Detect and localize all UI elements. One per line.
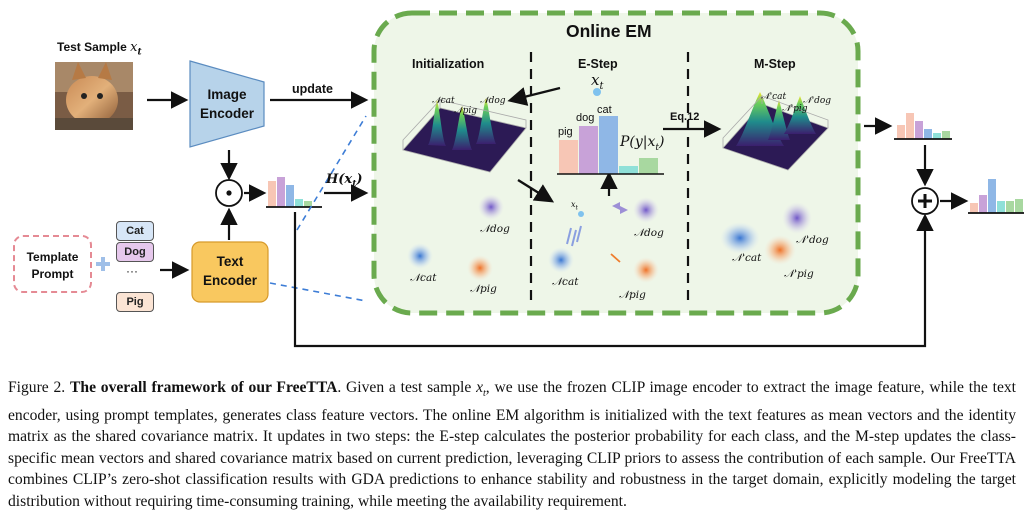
bar [897,125,905,139]
estep-gauss-pig [633,257,659,283]
section-initialization: Initialization [412,57,485,71]
mstep-gauss-pig [764,235,796,265]
bar [924,129,932,139]
mstep-peak-dog: 𝒩'dog [803,96,832,106]
bar [915,121,923,139]
class-ellipsis: ··· [126,264,138,278]
init-gauss-pig [467,255,493,281]
bar [988,179,996,213]
bar [295,199,303,207]
bar [639,158,658,174]
bar [1015,199,1023,213]
text-encoder-shape [191,241,269,303]
init-surface-plot [402,98,527,173]
init-label-dog: 𝒩dog [480,223,510,235]
caption-title: The overall framework of our FreeTTA [70,379,338,396]
init-gauss-dog [478,194,504,220]
eq-label: Eq.12 [670,111,700,123]
zero-shot-histogram [268,177,312,207]
mstep-label-cat: 𝒩'cat [732,252,762,264]
bar [1006,201,1014,213]
estep-label-pig: 𝒩pig [619,289,646,301]
figure-caption: Figure 2. The overall framework of our F… [8,379,1016,511]
mstep-peak-cat: 𝒩'cat [761,92,787,102]
final-histogram [970,179,1023,213]
online-em-title: Online EM [566,21,652,41]
bar [304,201,312,207]
bar [942,131,950,139]
bar [906,113,914,139]
bar [997,201,1005,213]
estep-posterior-bars [559,116,658,174]
estep-gauss-cat [548,247,574,273]
bar-label-pig: pig [558,126,573,138]
mstep-label-dog: 𝒩'dog [796,234,829,246]
estep-label-cat: 𝒩cat [552,276,579,288]
bar [268,181,276,207]
bar [579,126,598,174]
mstep-label-pig: 𝒩'pig [784,268,814,280]
bar [599,116,618,174]
bar [619,166,638,174]
init-label-pig: 𝒩pig [470,283,497,295]
bar [970,203,978,213]
estep-xt: xt [591,71,604,92]
test-sample-label: Test Sample xt [57,40,142,58]
bar [559,140,578,174]
framework-diagram [13,10,1024,348]
bar [933,133,941,139]
estep-label-dog: 𝒩dog [634,227,664,239]
init-peak-pig: 𝒩pig [454,106,478,116]
bar [286,185,294,207]
init-gauss-cat [407,243,433,269]
image-encoder-shape [189,60,265,148]
mstep-gauss-dog [782,202,812,234]
bar [979,195,987,213]
bar [277,177,285,207]
test-sample-image [55,62,133,130]
section-m-step: M-Step [754,57,796,71]
init-peak-cat: 𝒩cat [432,96,455,106]
posterior-label: P(y|xt) [620,134,665,153]
class-pig: Pig [116,292,154,312]
estep-gauss-dog [633,197,659,223]
class-dog: Dog [116,242,154,262]
init-peak-dog: 𝒩dog [480,96,506,106]
init-label-cat: 𝒩cat [410,272,437,284]
bar-label-cat: cat [597,104,612,116]
mstep-surface-plot [722,92,829,171]
section-e-step: E-Step [578,57,618,71]
gda-histogram [897,113,950,139]
template-prompt-box [13,235,92,293]
estep-small-xt: xt [571,200,578,212]
mstep-gauss-cat [720,222,760,254]
class-cat: Cat [116,221,154,241]
bar-label-dog: dog [576,112,595,124]
mstep-peak-pig: 𝒩'pig [782,104,808,114]
update-label: update [292,82,333,96]
h-xt-label: H(xt) [326,172,363,190]
caption-prefix: Figure 2. [8,379,66,396]
